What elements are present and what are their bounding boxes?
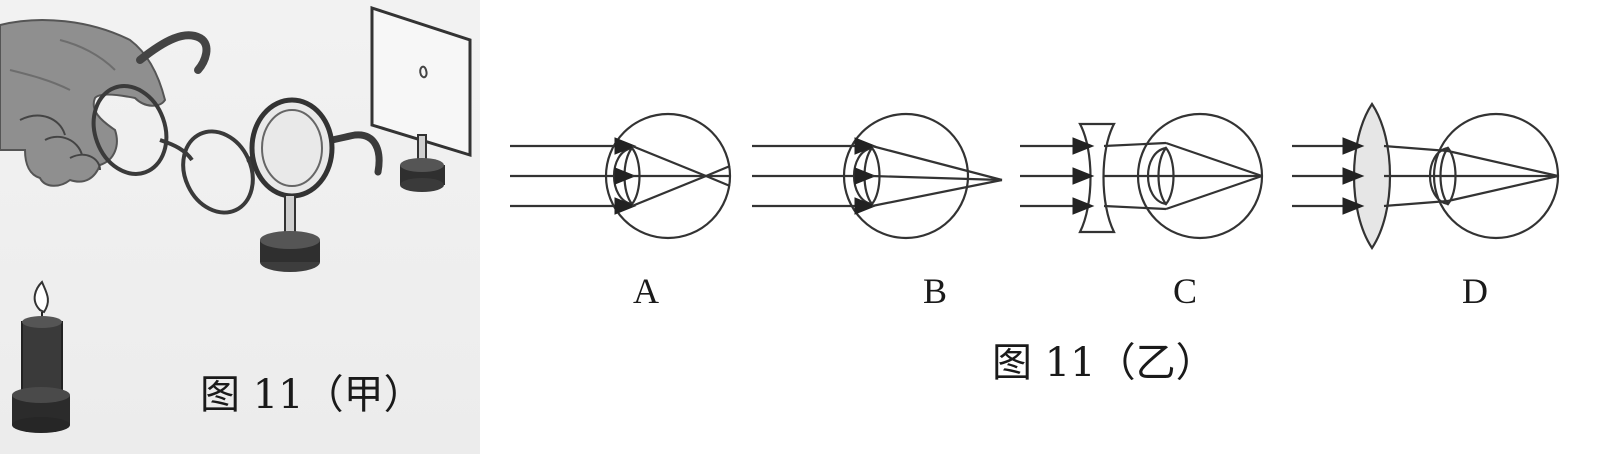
eye-diagram-b (752, 112, 1003, 240)
eye-diagram-a (510, 112, 732, 240)
panel-label-a: A (633, 271, 659, 311)
figure-jia-caption: 图 11（甲） (200, 372, 424, 418)
eyeglasses-icon (91, 31, 383, 215)
hand-icon (0, 19, 167, 187)
lens-holder-icon (249, 97, 335, 272)
screen-icon (370, 5, 472, 192)
eye-diagram-c (1020, 112, 1264, 240)
panel-label-d: D (1462, 271, 1488, 311)
panel-label-c: C (1172, 271, 1197, 311)
figure-jia-illustration (0, 0, 480, 454)
candle-icon (12, 280, 70, 433)
figure-yi-caption: 图 11（乙） (992, 340, 1216, 386)
panel-label-b: B (922, 271, 947, 311)
figure-yi-diagrams (510, 102, 1560, 250)
eye-diagram-d (1292, 102, 1560, 250)
